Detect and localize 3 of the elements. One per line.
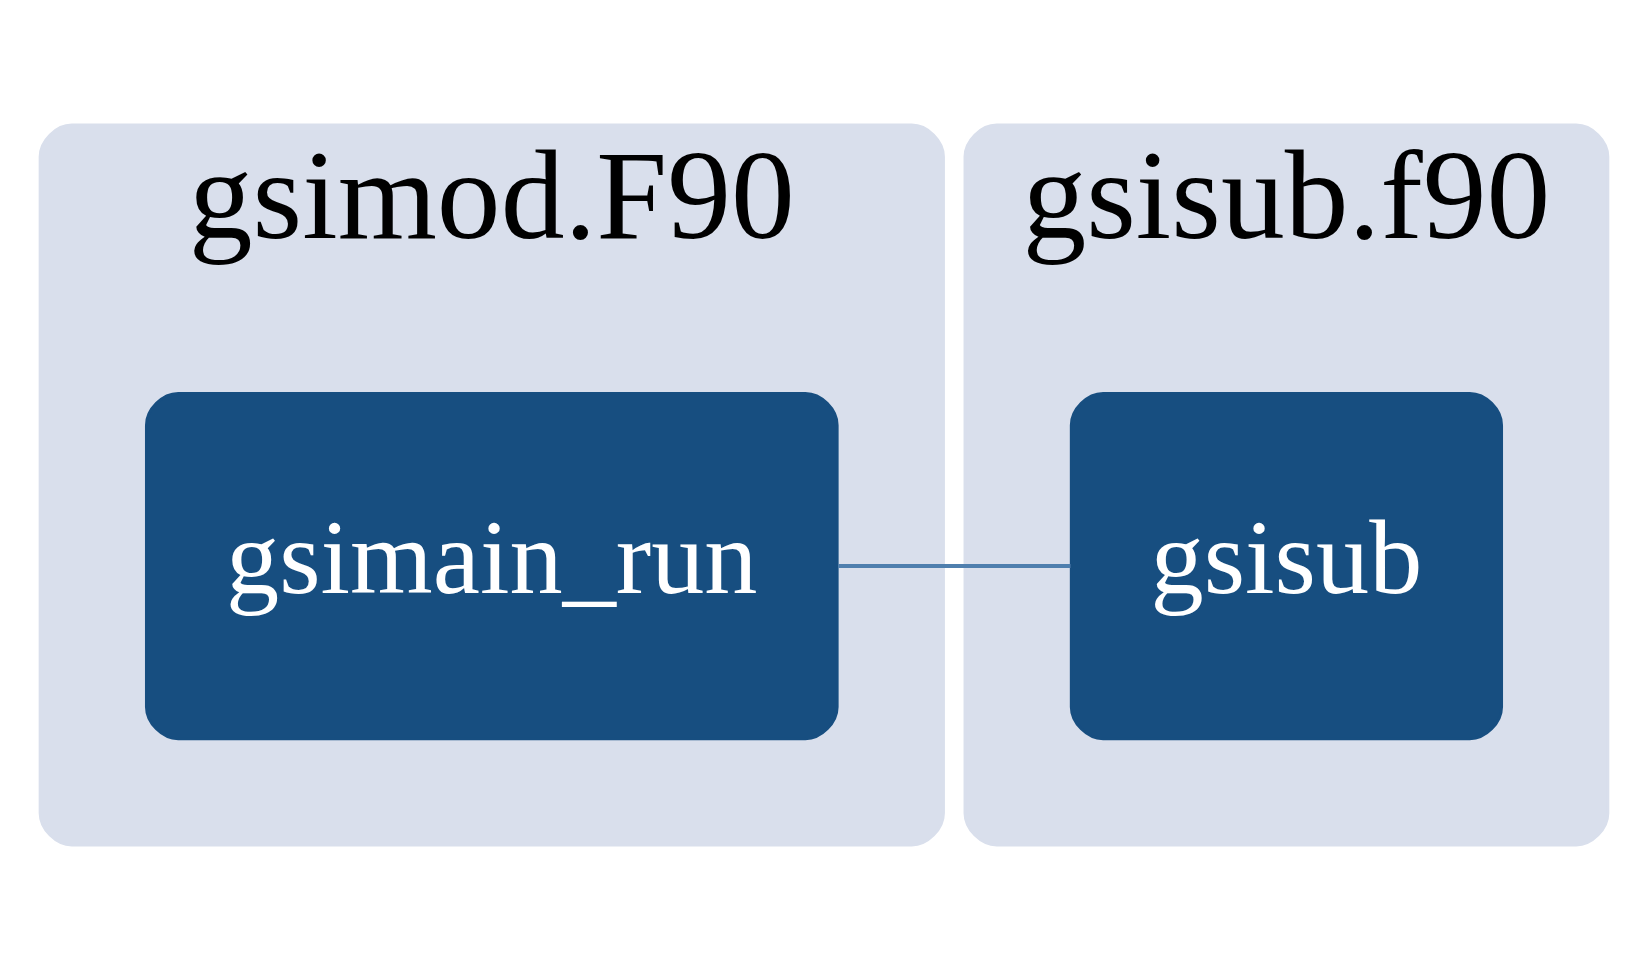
node-box: gsimain_run bbox=[145, 392, 839, 741]
connector bbox=[838, 564, 1071, 569]
node-box: gsisub bbox=[1069, 392, 1503, 741]
